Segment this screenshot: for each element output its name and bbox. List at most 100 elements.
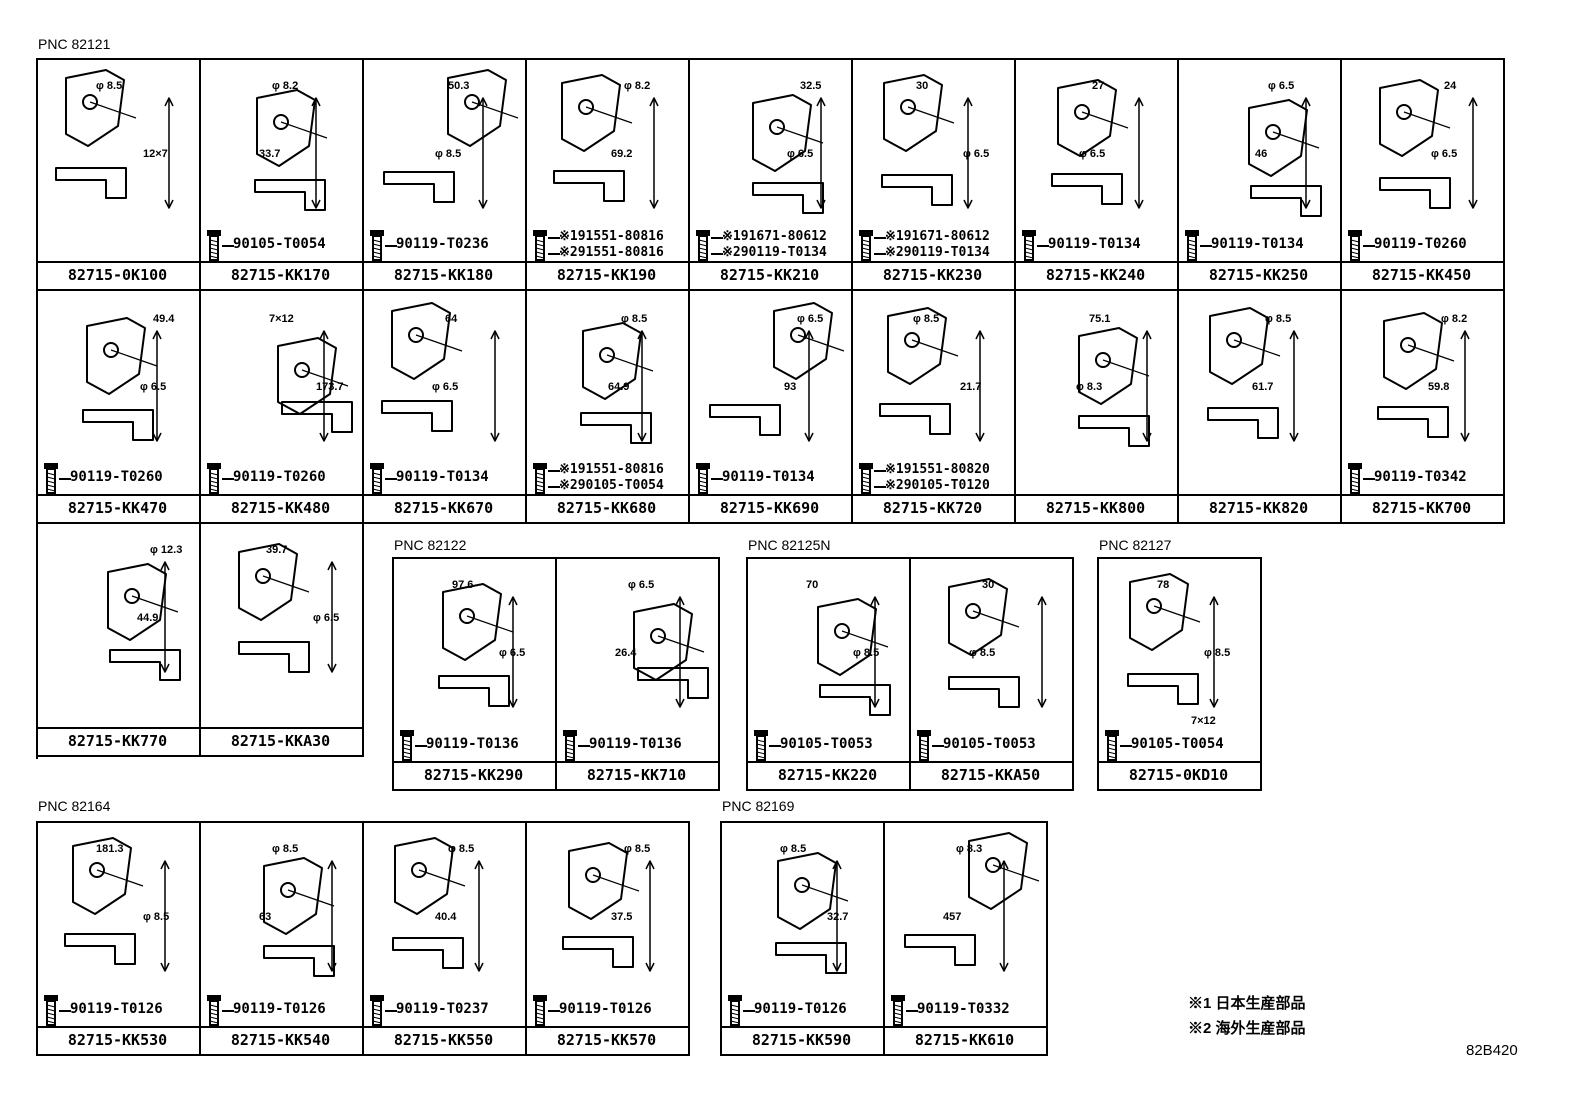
leader-line	[1272, 131, 1320, 149]
part-number: 82715-KK180	[362, 261, 525, 289]
bolt-hole	[294, 362, 310, 378]
bracket-side-view	[881, 174, 953, 206]
bolt-icon	[207, 995, 221, 1026]
bolt-callout: 90119-T0136	[561, 729, 720, 761]
dimension-label: 173.7	[316, 381, 344, 393]
bolt-hole	[985, 857, 1001, 873]
leader-line	[548, 486, 560, 488]
dimension-label: 75.1	[1089, 313, 1111, 325]
part-cell[interactable]: 39.7 φ 6.5 82715-KKA30	[199, 522, 364, 757]
bolt-hole	[585, 867, 601, 883]
leader-line	[262, 575, 310, 593]
bolt-callout: 90105-T0054	[1103, 729, 1262, 761]
bracket-outline	[391, 302, 451, 380]
part-number: 82715-KK220	[746, 761, 909, 789]
bolt-part-number: 90119-T0126	[233, 1001, 326, 1017]
dimension-arrows	[327, 860, 337, 972]
dimension-arrows	[832, 860, 842, 972]
dimension-label: 39.7	[266, 544, 288, 556]
dimension-arrows	[160, 561, 170, 673]
bolt-icon	[44, 463, 58, 494]
bracket-side-view	[383, 171, 455, 203]
bracket-outline	[1129, 573, 1189, 651]
dimension-arrows	[649, 97, 659, 209]
dimension-label: φ 6.5	[313, 612, 340, 624]
bolt-part-number: 90119-T0260	[1374, 236, 1467, 252]
dimension-arrows	[152, 330, 162, 442]
bolt-icon	[1185, 230, 1199, 261]
dimension-label: 44.9	[137, 612, 159, 624]
dimension-label: φ 8.5	[448, 843, 475, 855]
bracket-outline	[773, 302, 833, 380]
dimension-label: φ 8.5	[272, 843, 299, 855]
leader-line	[992, 864, 1040, 882]
leader-line	[797, 334, 845, 352]
bolt-hole	[255, 568, 271, 584]
bolt-hole	[790, 327, 806, 343]
bracket-drawing	[1207, 307, 1299, 442]
part-number: 82715-KK670	[362, 494, 525, 522]
dimension-label: 30	[916, 80, 929, 92]
bolt-hole	[1146, 598, 1162, 614]
part-number: 82715-KKA30	[199, 727, 362, 755]
bolt-callout: 90119-T0134	[1183, 229, 1342, 261]
bolt-hole	[1400, 337, 1416, 353]
bolt-hole	[650, 628, 666, 644]
bolt-icon	[891, 995, 905, 1026]
dimension-arrows	[675, 596, 685, 708]
bolt-part-number: 90105-T0054	[1131, 736, 1224, 752]
bolt-hole	[965, 603, 981, 619]
leader-line	[222, 245, 234, 247]
dimension-label: φ 6.5	[499, 647, 526, 659]
part-number: 82715-KK820	[1177, 494, 1340, 522]
bolt-callout: 90119-T0134	[368, 462, 527, 494]
bolt-icon	[696, 230, 710, 261]
dimension-label: 457	[943, 911, 962, 923]
pnc-title: PNC 82169	[722, 798, 795, 814]
bolt-part-number: ※290105-T0054	[559, 478, 664, 493]
bracket-outline	[568, 842, 628, 920]
bolt-hole	[464, 94, 480, 110]
bracket-drawing	[238, 543, 337, 673]
dimension-label: 49.4	[153, 313, 175, 325]
dimension-label: 59.8	[1428, 381, 1450, 393]
bolt-icon	[754, 730, 768, 761]
bracket-drawing	[879, 307, 985, 442]
bracket-side-view	[948, 676, 1020, 708]
bolt-icon	[728, 995, 742, 1026]
dimension-arrows	[870, 596, 880, 708]
bracket-outline	[1057, 79, 1117, 157]
dimension-label: φ 8.5	[96, 80, 123, 92]
leader-line	[222, 1010, 234, 1012]
